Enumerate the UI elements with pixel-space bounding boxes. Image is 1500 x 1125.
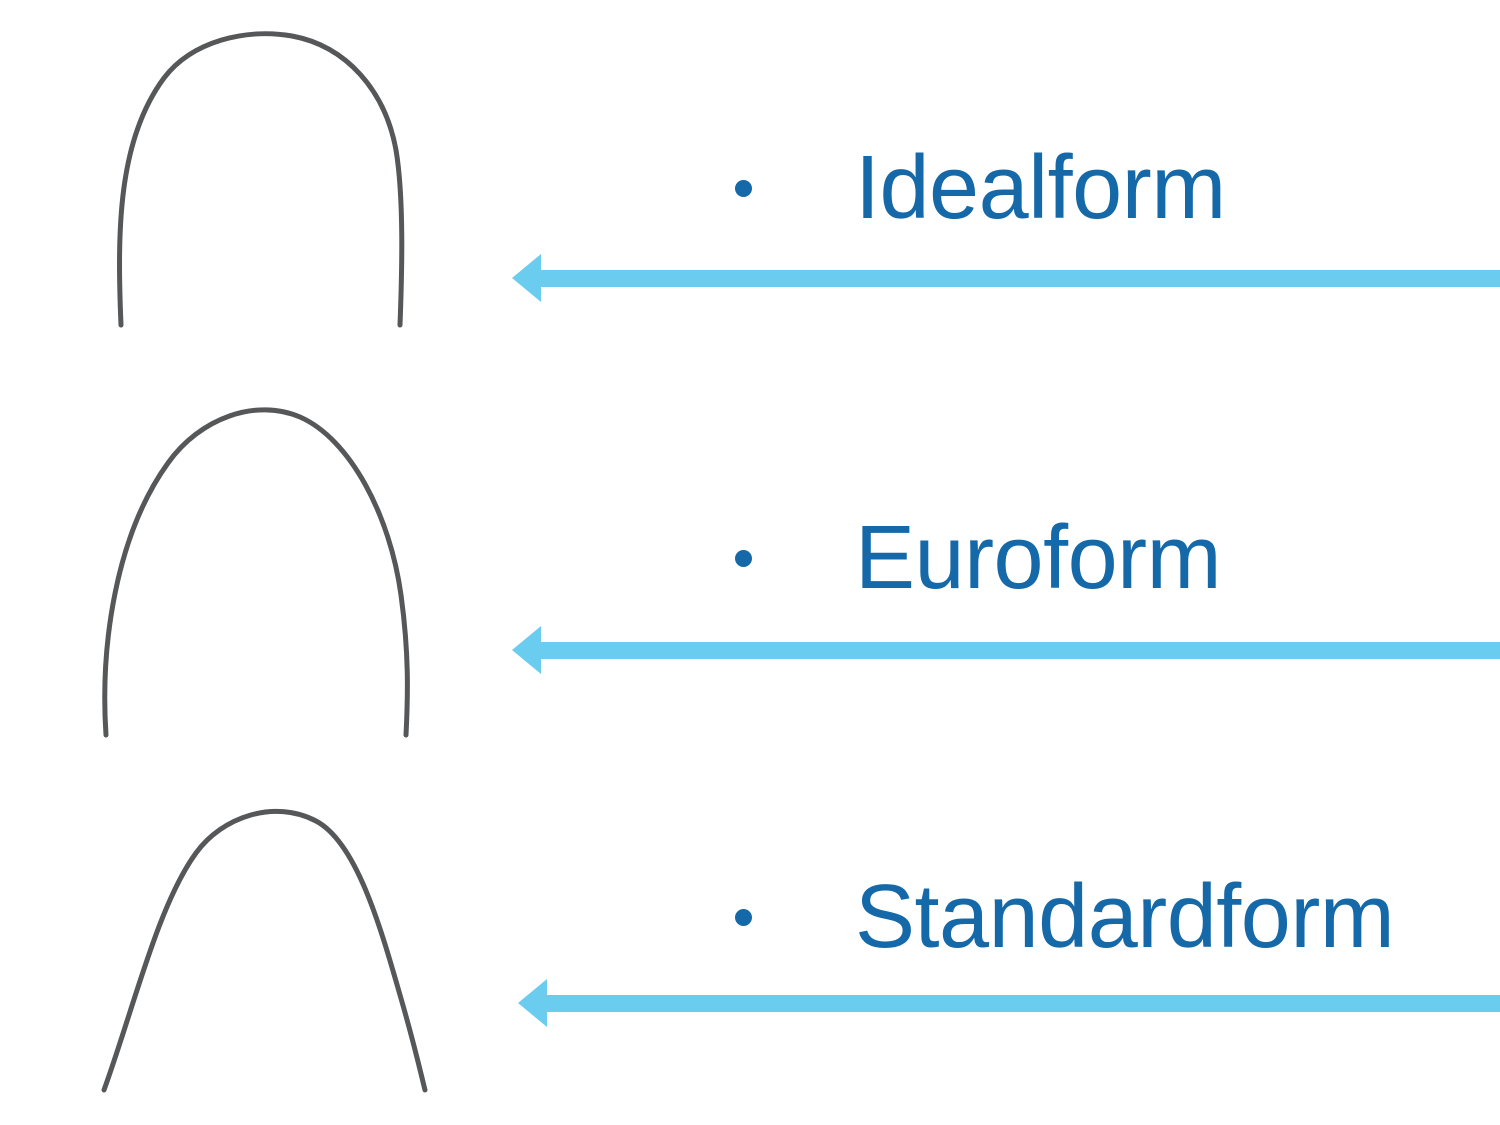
arrow-left-standardform xyxy=(505,973,1500,1033)
bullet-dot-icon xyxy=(735,908,752,926)
arrow-left-euroform-svg xyxy=(512,626,1500,674)
archwire-idealform-svg xyxy=(117,31,405,328)
list-item-standardform[interactable]: Standardform xyxy=(735,862,1395,972)
list-item-label: Standardform xyxy=(855,867,1395,967)
archwire-standardform-svg xyxy=(101,808,428,1093)
arrow-left-euroform-shape xyxy=(512,626,1500,674)
archwire-idealform-path xyxy=(117,31,405,328)
archwire-idealform-figure xyxy=(60,10,480,340)
arrow-left-euroform xyxy=(505,620,1500,680)
list-item-idealform[interactable]: Idealform xyxy=(735,133,1226,243)
arrow-left-standardform-svg xyxy=(518,979,1500,1027)
arrow-left-idealform xyxy=(505,248,1500,308)
bullet-dot-icon xyxy=(735,549,752,567)
list-item-euroform[interactable]: Euroform xyxy=(735,503,1222,613)
arrow-left-idealform-svg xyxy=(512,254,1500,302)
list-item-label: Euroform xyxy=(855,508,1222,608)
archwire-standardform-path xyxy=(101,808,428,1093)
archwire-euroform-figure xyxy=(60,395,480,745)
arrow-left-idealform-shape xyxy=(512,254,1500,302)
list-item-label: Idealform xyxy=(855,138,1226,238)
archwire-euroform-path xyxy=(102,407,410,738)
archwire-euroform-svg xyxy=(102,407,410,738)
bullet-dot-icon xyxy=(735,179,752,197)
arrow-left-standardform-shape xyxy=(518,979,1500,1027)
archwire-standardform-figure xyxy=(60,785,480,1100)
